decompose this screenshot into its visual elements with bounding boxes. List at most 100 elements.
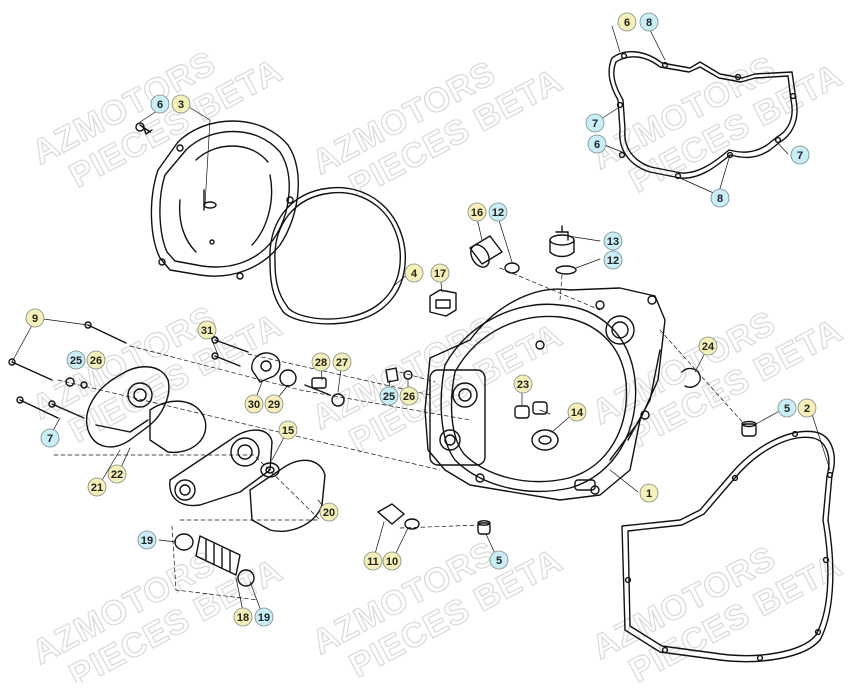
water-pump-gasket [149,400,207,454]
water-pump-cover [86,366,170,448]
callout-badge: 12 [488,202,508,222]
watermark-block: AZMOTORS PIECES BETA [305,533,569,686]
callout-circle [171,94,191,114]
callout-number: 3 [178,99,184,111]
callout-circle [137,530,157,550]
callout-badge: 4 [404,263,424,283]
callout-circle [790,145,810,165]
callout-number: 16 [471,207,483,219]
callout-badge: 24 [698,336,718,356]
callout-number: 8 [717,193,723,205]
callout-number: 1 [646,488,652,500]
callout-number: 12 [492,207,504,219]
callout-badge: 2 [797,398,817,418]
callout-number: 13 [607,236,619,248]
callout-circle [639,483,659,503]
callout-badge: 10 [382,551,402,571]
callout-number: 5 [784,403,790,415]
callout-circle [25,308,45,328]
callout-circle [585,113,605,133]
pump-seal [260,462,280,478]
callout-number: 15 [282,425,294,437]
callout-badge: 26 [86,350,106,370]
callout-circle [382,551,402,571]
callout-number: 20 [323,507,335,519]
callout-badge: 28 [311,352,331,372]
small-plug-set [385,367,413,383]
callout-badge: 30 [244,394,264,414]
crankcase-cover [424,287,666,501]
callout-circle [278,420,298,440]
callout-number: 12 [607,255,619,267]
callout-number: 25 [70,355,82,367]
callout-circle [587,134,607,154]
callout-number: 30 [248,399,260,411]
callout-badge: 7 [585,113,605,133]
callout-number: 6 [624,17,630,29]
callout-circle [40,428,60,448]
callout-circle [603,231,623,251]
callout-circle [710,188,730,208]
callout-badge: 17 [430,263,450,283]
callout-circle [66,350,86,370]
water-pump-housing [169,429,273,507]
callout-circle [797,398,817,418]
callout-badge: 7 [40,428,60,448]
watermark-block: AZMOTORS PIECES BETA [25,543,289,688]
callout-number: 2 [804,403,810,415]
callout-number: 18 [237,612,249,624]
callout-circle [513,374,533,394]
clutch-cover-gasket-top [608,51,798,180]
callout-circle [311,352,331,372]
callout-circle [197,320,217,340]
callout-badge: 13 [603,231,623,251]
callout-badge: 6 [150,94,170,114]
callout-number: 23 [517,379,529,391]
circlip [681,367,701,388]
crankcase-gasket [621,430,835,663]
callout-badge: 7 [790,145,810,165]
callout-circle [254,607,274,627]
drain-bolt [377,503,420,530]
callout-number: 28 [315,357,327,369]
callout-badge: 16 [467,202,487,222]
callout-number: 5 [496,555,502,567]
watermark-block: AZMOTORS PIECES BETA [305,308,569,461]
callout-circle [467,202,487,222]
callout-circle [567,402,587,422]
callout-number: 21 [91,482,103,494]
callout-number: 6 [157,99,163,111]
callout-badge: 8 [639,12,659,32]
callout-circle [107,464,127,484]
callout-badge: 15 [278,420,298,440]
callout-badge: 8 [710,188,730,208]
assembly-guides [53,267,746,601]
callout-circle [489,550,509,570]
callout-badge: 26 [399,386,419,406]
callout-circle [264,394,284,414]
callout-badge: 22 [107,464,127,484]
callout-circle [150,94,170,114]
watermark-block: AZMOTORS PIECES BETA [25,298,289,451]
callout-circle [639,12,659,32]
callout-circle [319,502,339,522]
callout-circle [698,336,718,356]
callout-badge: 9 [25,308,45,328]
callout-circle [603,250,623,270]
callout-number: 31 [201,325,213,337]
callout-circle [233,607,253,627]
watermark-block: AZMOTORS PIECES BETA [585,538,849,688]
callout-number: 19 [141,535,153,547]
callout-badge: 18 [233,607,253,627]
watermark-block: AZMOTORS PIECES BETA [585,48,849,201]
callout-number: 4 [411,268,418,280]
callout-number: 17 [434,268,446,280]
callout-badge: 6 [587,134,607,154]
callout-badge: 1 [639,483,659,503]
callout-circle [399,386,419,406]
callout-circle [332,352,352,372]
callout-badge: 11 [363,551,383,571]
callout-number: 11 [367,556,379,568]
